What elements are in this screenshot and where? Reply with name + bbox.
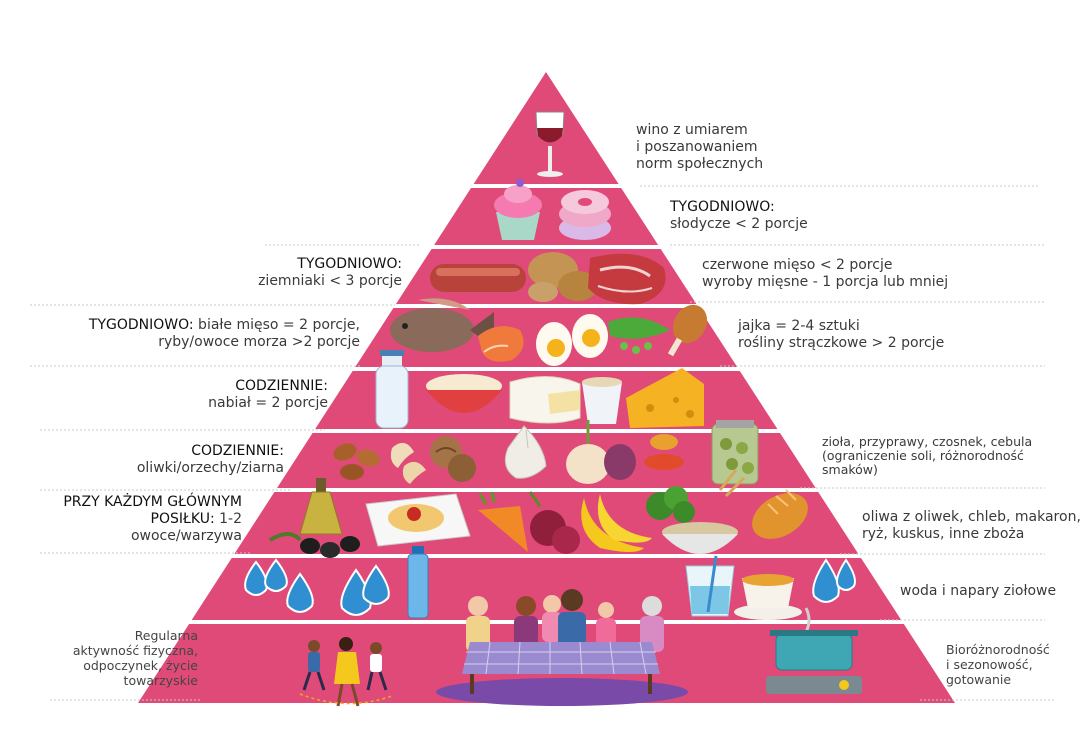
label-activity: Regularna aktywność fizyczna, odpoczynek… [73, 628, 198, 688]
label-wine-line-3: norm społecznych [636, 156, 764, 172]
label-wine-line-1: wino z umiarem [636, 122, 748, 138]
walnut-icon [430, 436, 476, 482]
dotted-guides [30, 185, 1055, 701]
label-sweets: TYGODNIOWO: słodycze < 2 porcje [670, 199, 808, 233]
yogurt-cup-icon [582, 377, 622, 424]
cashew-icon [390, 442, 426, 484]
olives-icon [268, 532, 360, 558]
label-white-meat-text-1: białe mięso = 2 porcje, [193, 317, 360, 333]
label-red-meat: czerwone mięso < 2 porcje wyroby mięsne … [702, 257, 948, 291]
milk-bottle-icon [375, 350, 409, 429]
label-herbs-line-2: (ograniczenie soli, różnorodność [822, 448, 1024, 463]
bread-icon [752, 489, 808, 539]
label-fruits-heading-2: POSIŁKU: [150, 511, 215, 527]
garlic-icon [504, 425, 547, 479]
label-grains-line-2: ryż, kuskus, inne zboża [862, 526, 1025, 542]
label-herbs-line-1: zioła, przyprawy, czosnek, cebula [822, 434, 1033, 449]
label-nuts-text: oliwki/orzechy/ziarna [136, 460, 284, 476]
pasta-plate-icon [365, 493, 471, 547]
sausage-icon [430, 264, 526, 292]
water-bottle-icon [407, 546, 429, 619]
label-herbs-line-3: smaków) [822, 462, 878, 477]
label-fruits: PRZY KAŻDYM GŁÓWNYM POSIŁKU: 1-2 owoce/w… [63, 494, 242, 545]
label-fruits-text-1: 1-2 [214, 511, 242, 527]
label-potatoes-heading: TYGODNIOWO: [297, 256, 402, 272]
label-fruits-heading-1: PRZY KAŻDYM GŁÓWNYM [63, 494, 242, 510]
label-white-meat-heading: TYGODNIOWO: [88, 317, 194, 333]
table-shadow [436, 678, 688, 706]
beetroot-icon [528, 491, 580, 554]
onion-icon [566, 420, 636, 484]
label-fruits-text-2: owoce/warzywa [130, 528, 242, 544]
spice-bowl-icon [644, 434, 684, 470]
label-dairy-heading: CODZIENNIE: [235, 378, 328, 394]
label-wine: wino z umiarem i poszanowaniem norm społ… [636, 122, 763, 173]
label-grains-line-1: oliwa z oliwek, chleb, makaron, [862, 509, 1081, 525]
potato-icon [528, 252, 598, 302]
label-activity-line-4: towarzyskie [123, 673, 198, 688]
banana-icon [581, 494, 652, 552]
water-glass-icon [685, 555, 735, 617]
cupcake-icon [494, 179, 542, 240]
running-people-icon [299, 637, 393, 707]
label-biodiversity-line-3: gotowanie [946, 672, 1012, 687]
label-eggs-line-1: jajka = 2-4 sztuki [738, 318, 860, 334]
label-herbs: zioła, przyprawy, czosnek, cebula (ogran… [822, 435, 1032, 477]
almond-icon [333, 443, 380, 480]
brie-cheese-icon [509, 375, 581, 424]
label-water-text: woda i napary ziołowe [900, 583, 1057, 599]
steak-icon [588, 253, 666, 305]
tea-cup-icon [734, 574, 802, 620]
carrot-icon [478, 491, 528, 552]
label-activity-line-3: odpoczynek, życie [83, 658, 198, 673]
grain-bowl-icon [662, 469, 746, 554]
label-activity-line-1: Regularna [134, 628, 198, 643]
olive-jar-icon [711, 420, 759, 485]
broccoli-icon [646, 486, 695, 523]
label-white-meat: TYGODNIOWO: białe mięso = 2 porcje, ryby… [89, 317, 360, 351]
label-water: woda i napary ziołowe [900, 583, 1056, 600]
label-grains: oliwa z oliwek, chleb, makaron, ryż, kus… [862, 509, 1081, 543]
label-eggs-line-2: rośliny strączkowe > 2 porcje [738, 335, 945, 351]
label-red-meat-line-1: czerwone mięso < 2 porcje [702, 257, 893, 273]
label-white-meat-text-2: ryby/owoce morza >2 porcje [158, 334, 360, 350]
label-biodiversity-line-2: i sezonowość, [946, 657, 1033, 672]
label-nuts: CODZIENNIE: oliwki/orzechy/ziarna [137, 443, 284, 477]
label-dairy: CODZIENNIE: nabiał = 2 porcje [208, 378, 328, 412]
label-sweets-heading: TYGODNIOWO: [670, 199, 775, 215]
label-potatoes: TYGODNIOWO: ziemniaki < 3 porcje [258, 256, 402, 290]
chicken-drumstick-icon [667, 304, 708, 357]
label-eggs: jajka = 2-4 sztuki rośliny strączkowe > … [738, 318, 944, 352]
label-biodiversity: Bioróżnorodność i sezonowość, gotowanie [946, 642, 1050, 687]
pea-pod-icon [608, 317, 670, 354]
cheese-wedge-icon [626, 368, 704, 428]
wine-glass-icon [535, 111, 565, 177]
olive-oil-bottle-icon [299, 478, 343, 535]
label-red-meat-line-2: wyroby mięsne - 1 porcja lub mniej [702, 274, 949, 290]
water-drop-icon [244, 558, 856, 616]
label-potatoes-text: ziemniaki < 3 porcje [258, 273, 402, 289]
rice-bowl-icon [426, 374, 502, 413]
egg-icon [536, 314, 608, 366]
label-nuts-heading: CODZIENNIE: [191, 443, 284, 459]
label-biodiversity-line-1: Bioróżnorodność [946, 642, 1050, 657]
family-table-icon [462, 589, 664, 694]
label-dairy-text: nabiał = 2 porcje [208, 395, 328, 411]
cooking-pot-icon [766, 607, 862, 694]
label-wine-line-2: i poszanowaniem [636, 139, 758, 155]
shrimp-icon [478, 326, 524, 362]
donut-icon [559, 190, 611, 240]
label-activity-line-2: aktywność fizyczna, [72, 643, 198, 658]
label-sweets-text: słodycze < 2 porcje [670, 216, 808, 232]
